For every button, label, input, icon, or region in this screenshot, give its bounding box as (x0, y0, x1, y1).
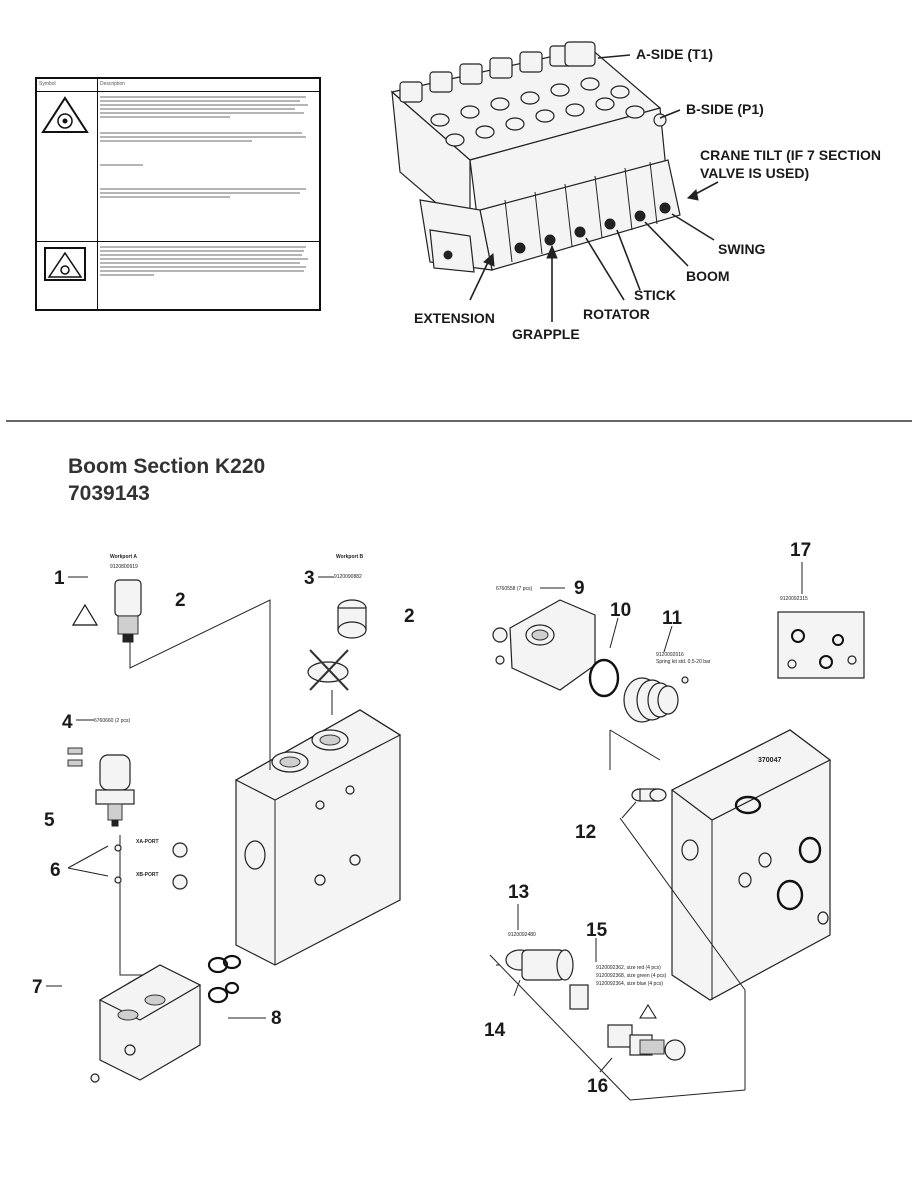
callout-1: 1 (54, 568, 65, 589)
part-15-number-blue: 9120092364, size blue (4 pcs) (596, 981, 663, 987)
description-text-2 (97, 241, 321, 311)
b-side-label: B-SIDE (P1) (686, 101, 764, 117)
callout-numbers: 1 2 3 2 4 5 6 7 8 9 10 11 12 13 14 15 16… (32, 540, 811, 1097)
part-13-number: 9120092480 (508, 932, 536, 938)
symbol-table: Symbol Description (35, 77, 321, 311)
swing-label: SWING (718, 241, 766, 257)
workport-a-label: Workport A (110, 554, 137, 560)
symbol-cell-2 (35, 241, 98, 311)
stick-label: STICK (634, 287, 676, 303)
plug-part-3 (307, 599, 367, 691)
description-text-1 (97, 91, 321, 242)
seal-ring-part-10 (588, 658, 620, 698)
part-11-description: Spring kit std. 0.5-20 bar (656, 659, 711, 665)
orifices-part-6 (114, 842, 188, 890)
callout-2b: 2 (404, 606, 415, 627)
gear-warning-icon (44, 247, 86, 281)
callout-4: 4 (62, 712, 73, 733)
extension-label: EXTENSION (414, 310, 495, 326)
callout-3: 3 (304, 568, 315, 589)
callout-15: 15 (586, 920, 608, 941)
xa-port-label: XA-PORT (136, 839, 159, 845)
grapple-label: GRAPPLE (512, 326, 580, 342)
part-15-number-green: 9120092368, size green (4 pcs) (596, 973, 667, 979)
valve-stamp: 370047 (758, 757, 781, 764)
xb-port-label: XB-PORT (136, 872, 159, 878)
callout-5: 5 (44, 810, 55, 831)
part-11-number: 9120092016 (656, 652, 684, 658)
section-part-number: 7039143 (68, 482, 150, 505)
spring-kit-part-11 (623, 676, 689, 723)
part-17-number: 9120092315 (780, 596, 808, 602)
part-3-number: 9120090882 (334, 574, 362, 580)
part-9-number: 6760558 (7 pcs) (496, 586, 532, 592)
callout-7: 7 (32, 977, 43, 998)
boom-section-body (234, 709, 402, 966)
callout-9: 9 (574, 578, 585, 599)
callout-12: 12 (575, 822, 596, 843)
callout-11: 11 (662, 608, 683, 629)
right-valve-body (670, 729, 832, 1001)
boom-label: BOOM (686, 268, 730, 284)
callout-10: 10 (610, 600, 631, 621)
relief-valve-part-1 (71, 579, 142, 643)
a-side-label: A-SIDE (T1) (636, 46, 713, 62)
intersection-block-part-17 (777, 611, 865, 679)
spool-caps (399, 41, 645, 147)
check-valve-part-12 (631, 788, 667, 802)
crane-tilt-label-line2: VALVE IS USED) (700, 165, 809, 181)
callout-16: 16 (587, 1076, 608, 1097)
section-title: Boom Section K220 (68, 455, 266, 478)
symbol-cell (35, 91, 98, 242)
callout-17: 17 (790, 540, 811, 561)
main-spool-part-13 (505, 949, 686, 1061)
callout-2a: 2 (175, 590, 186, 611)
warning-icon (639, 1004, 657, 1019)
valve-callout-arrows (469, 54, 719, 322)
callout-13: 13 (508, 882, 529, 903)
rotator-label: ROTATOR (583, 306, 650, 322)
o-rings-part-8 (207, 954, 242, 1004)
workport-b-label: Workport B (336, 554, 364, 560)
spool-cap-part-9 (492, 599, 596, 691)
callout-8: 8 (271, 1008, 282, 1029)
part-1-number: 9120800919 (110, 564, 138, 570)
part-15-number-red: 9120092362, size red (4 pcs) (596, 965, 661, 971)
callout-14: 14 (484, 1020, 506, 1041)
callout-6: 6 (50, 860, 61, 881)
part-4-number: 6760660 (2 pcs) (94, 718, 130, 724)
crane-tilt-label-line1: CRANE TILT (IF 7 SECTION (700, 147, 881, 163)
valve-stack-illustration (390, 41, 681, 273)
warning-triangle-icon (41, 96, 89, 133)
solenoid-valve-part-4 (67, 747, 135, 827)
end-block-part-7 (90, 964, 202, 1083)
